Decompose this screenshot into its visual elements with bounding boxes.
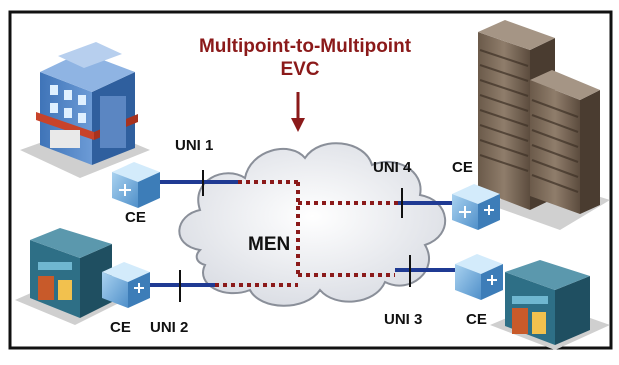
building-top-left-icon — [20, 42, 150, 178]
uni-links — [148, 170, 460, 302]
ce-router-top-right-icon — [452, 184, 500, 230]
men-cloud — [178, 142, 446, 307]
building-bottom-right-icon — [490, 260, 610, 350]
uni-3-label: UNI 3 — [384, 311, 422, 328]
ce-top-right-label: CE — [452, 159, 473, 176]
men-label: MEN — [248, 234, 290, 255]
uni-2-label: UNI 2 — [150, 319, 188, 336]
ce-bottom-right-label: CE — [466, 311, 487, 328]
uni-1-label: UNI 1 — [175, 137, 213, 154]
evc-paths — [215, 180, 398, 287]
ce-bottom-left-label: CE — [110, 319, 131, 336]
building-bottom-left-icon — [15, 228, 125, 325]
ce-router-bottom-right-icon — [455, 254, 503, 300]
evc-arrow — [291, 92, 305, 132]
ce-router-bottom-left-icon — [102, 262, 150, 308]
evc-title-line-2: EVC — [280, 59, 319, 80]
ce-top-left-label: CE — [125, 209, 146, 226]
uni-4-label: UNI 4 — [373, 159, 412, 176]
ce-router-top-left-icon — [112, 162, 160, 208]
building-top-right-icon — [478, 20, 610, 230]
evc-title-line-1: Multipoint-to-Multipoint — [199, 36, 412, 57]
